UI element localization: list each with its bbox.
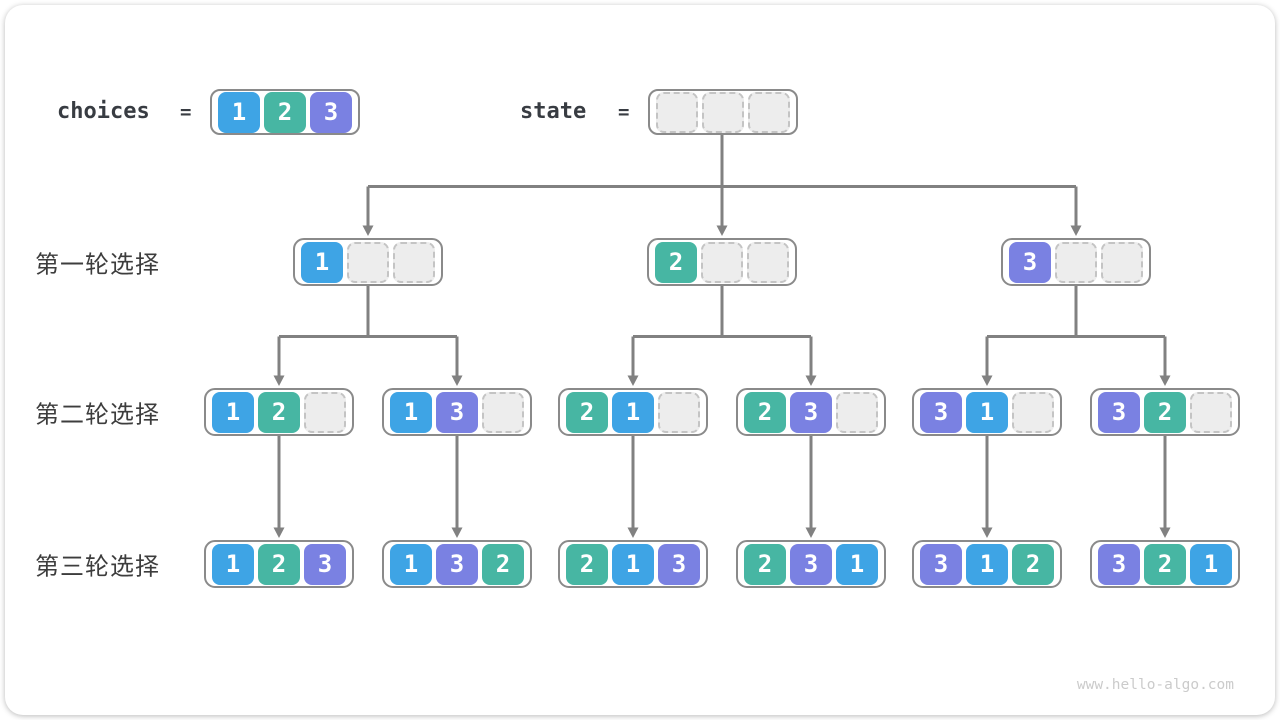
empty-cell [656,91,698,133]
array-cell-1: 1 [966,391,1008,433]
array-cell-3: 3 [920,391,962,433]
empty-cell [836,391,878,433]
empty-cell [1055,241,1097,283]
array-cell-2: 2 [1144,543,1186,585]
state-node: 3 [1001,238,1151,286]
empty-cell [1190,391,1232,433]
array-cell-1: 1 [1190,543,1232,585]
array-cell-3: 3 [436,391,478,433]
array-cell-3: 3 [310,91,352,133]
array-cell-2: 2 [258,391,300,433]
array-cell-3: 3 [1098,543,1140,585]
state-equals-sign: = [618,101,630,123]
empty-cell [658,391,700,433]
array-cell-2: 2 [655,241,697,283]
round-label-1: 第一轮选择 [35,251,160,279]
empty-cell [701,241,743,283]
state-array [648,89,798,135]
empty-cell [347,241,389,283]
array-cell-3: 3 [790,391,832,433]
empty-cell [702,91,744,133]
array-cell-1: 1 [390,543,432,585]
state-node: 1 [293,238,443,286]
state-node: 2 [647,238,797,286]
array-cell-1: 1 [612,543,654,585]
round-label-2: 第二轮选择 [35,401,160,429]
array-cell-2: 2 [744,543,786,585]
state-label: state [520,99,587,124]
array-cell-3: 3 [1098,391,1140,433]
array-cell-2: 2 [1012,543,1054,585]
array-cell-2: 2 [566,391,608,433]
array-cell-3: 3 [790,543,832,585]
choices-equals-sign: = [180,101,192,123]
empty-cell [748,91,790,133]
choices-label: choices [57,99,150,124]
array-cell-3: 3 [304,543,346,585]
array-cell-3: 3 [658,543,700,585]
empty-cell [482,391,524,433]
empty-cell [393,241,435,283]
array-cell-3: 3 [436,543,478,585]
empty-cell [1101,241,1143,283]
array-cell-2: 2 [1144,391,1186,433]
array-cell-1: 1 [612,391,654,433]
array-cell-3: 3 [920,543,962,585]
array-cell-1: 1 [218,91,260,133]
array-cell-2: 2 [566,543,608,585]
array-cell-1: 1 [301,241,343,283]
array-cell-1: 1 [212,543,254,585]
empty-cell [304,391,346,433]
watermark: www.hello-algo.com [1076,677,1234,693]
array-cell-2: 2 [264,91,306,133]
array-cell-1: 1 [836,543,878,585]
array-cell-1: 1 [390,391,432,433]
array-cell-1: 1 [212,391,254,433]
array-cell-3: 3 [1009,241,1051,283]
array-cell-2: 2 [482,543,524,585]
array-cell-1: 1 [966,543,1008,585]
empty-cell [747,241,789,283]
array-cell-2: 2 [258,543,300,585]
empty-cell [1012,391,1054,433]
array-cell-2: 2 [744,391,786,433]
round-label-3: 第三轮选择 [35,553,160,581]
